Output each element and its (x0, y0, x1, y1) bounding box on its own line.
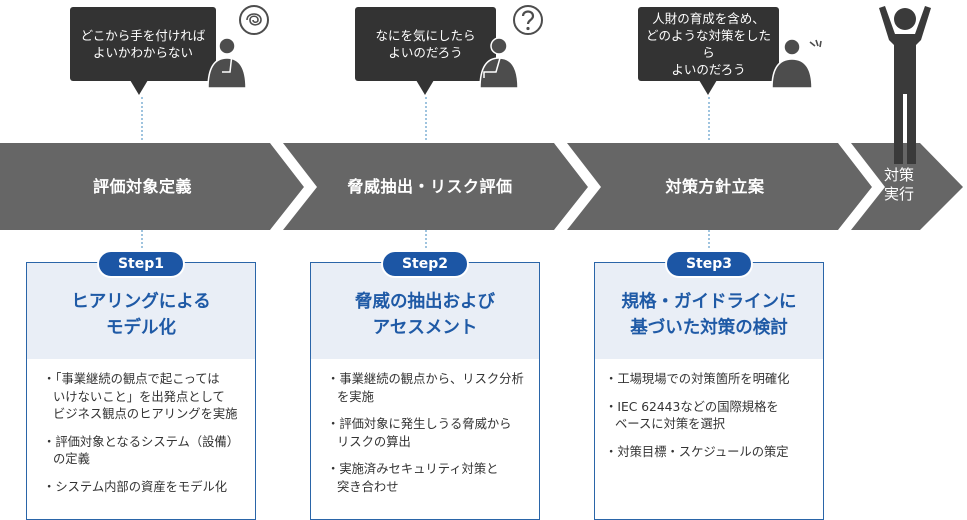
stage-label-1: 評価対象定義 (92, 177, 192, 196)
question-mark-icon (513, 5, 543, 35)
list-item: IEC 62443などの国際規格を ベースに対策を選択 (603, 399, 815, 434)
bubble-tail-1 (130, 80, 148, 95)
step-card-header-3: 規格・ガイドラインに 基づいた対策の検討 (595, 263, 823, 359)
tangled-thought-icon (239, 5, 269, 35)
step-badge-2: Step2 (381, 250, 469, 278)
step-title-2: 脅威の抽出および アセスメント (355, 292, 495, 338)
thinking-person-icon-1 (207, 37, 247, 89)
step-badge-3: Step3 (665, 250, 753, 278)
step-badge-1: Step1 (97, 250, 185, 278)
thinking-person-icon-2 (479, 37, 519, 89)
step-title-3: 規格・ガイドラインに 基づいた対策の検討 (621, 292, 797, 338)
bubble-text-2: なにを気にしたら よいのだろう (375, 28, 476, 60)
step-card-2: 脅威の抽出および アセスメント 事業継続の観点から、リスク分析 を実施 評価対象… (310, 262, 540, 520)
process-arrow-banner (0, 142, 963, 231)
stage-arrow-3 (567, 143, 872, 230)
connector-line-1-bottom (141, 230, 143, 252)
speech-bubble-2: なにを気にしたら よいのだろう (355, 7, 496, 95)
list-item: 評価対象に発生しうる脅威から リスクの算出 (325, 416, 531, 451)
step-items-3: 工場現場での対策箇所を明確化 IEC 62443などの国際規格を ベースに対策を… (595, 371, 823, 471)
connector-line-2-bottom (425, 230, 427, 252)
step-items-2: 事業継続の観点から、リスク分析 を実施 評価対象に発生しうる脅威から リスクの算… (311, 371, 539, 506)
stage-arrow-1 (0, 143, 304, 230)
list-item: 評価対象となるシステム（設備） の定義 (41, 434, 247, 469)
step-title-1: ヒアリングによる モデル化 (71, 292, 211, 338)
list-item: システム内部の資産をモデル化 (41, 479, 247, 497)
step-items-1: 「事業継続の観点で起こっては いけないこと」を出発点として ビジネス観点のヒアリ… (27, 371, 255, 506)
list-item: 対策目標・スケジュールの策定 (603, 444, 815, 462)
list-item: 「事業継続の観点で起こっては いけないこと」を出発点として ビジネス観点のヒアリ… (41, 371, 247, 424)
final-stage-label: 対策 実行 (883, 166, 914, 203)
list-item: 実施済みセキュリティ対策と 突き合わせ (325, 461, 531, 496)
victory-person-icon (879, 6, 931, 164)
worry-marks-icon (809, 39, 822, 48)
connector-line-2-top (425, 97, 427, 140)
bubble-text-1: どこから手を付ければ よいかわからない (80, 28, 206, 60)
bubble-tail-2 (416, 80, 434, 95)
connector-line-3-bottom (708, 230, 710, 252)
step-card-header-2: 脅威の抽出および アセスメント (311, 263, 539, 359)
list-item: 事業継続の観点から、リスク分析 を実施 (325, 371, 531, 406)
speech-bubble-3: 人財の育成を含め、 どのような対策をしたら よいのだろう (638, 7, 779, 95)
step-card-3: 規格・ガイドラインに 基づいた対策の検討 工場現場での対策箇所を明確化 IEC … (594, 262, 824, 520)
bubble-tail-3 (699, 80, 717, 95)
speech-bubble-1: どこから手を付ければ よいかわからない (70, 7, 216, 95)
connector-line-1-top (141, 97, 143, 140)
worried-person-icon (771, 38, 813, 89)
stage-label-2: 脅威抽出・リスク評価 (347, 177, 513, 196)
stage-label-3: 対策方針立案 (665, 177, 765, 196)
step-card-1: ヒアリングによる モデル化 「事業継続の観点で起こっては いけないこと」を出発点… (26, 262, 256, 520)
list-item: 工場現場での対策箇所を明確化 (603, 371, 815, 389)
step-card-header-1: ヒアリングによる モデル化 (27, 263, 255, 359)
stage-arrow-2 (283, 143, 588, 230)
stage-arrow-final (851, 143, 963, 230)
bubble-text-3: 人財の育成を含め、 どのような対策をしたら よいのだろう (645, 11, 771, 77)
connector-line-3-top (708, 97, 710, 140)
